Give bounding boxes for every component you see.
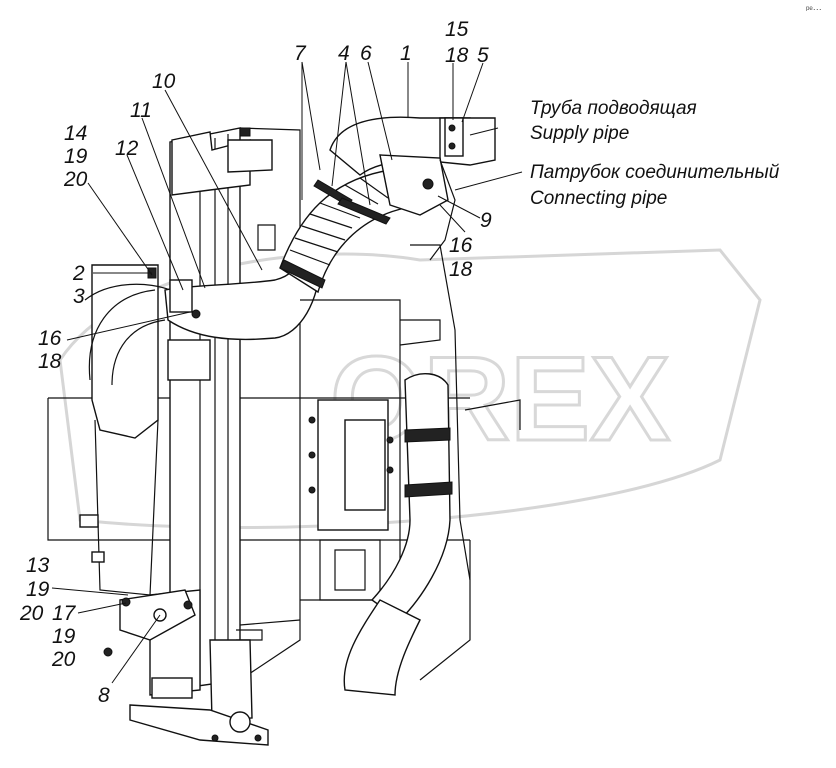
callout-19-lower: 19 <box>26 578 50 601</box>
callout-20-lower: 20 <box>19 602 44 625</box>
engine-block <box>300 299 441 601</box>
callout-12: 12 <box>115 137 139 160</box>
mount-bracket <box>129 639 269 746</box>
right-lower-hose <box>343 373 453 696</box>
radiator-bottom <box>103 589 201 699</box>
callout-20-upper: 20 <box>63 168 88 191</box>
callout-19-bottom: 19 <box>52 625 76 648</box>
callout-15: 15 <box>445 18 469 41</box>
callout-20-bottom: 20 <box>51 648 76 671</box>
top-tank <box>171 127 276 251</box>
connecting-pipe-caption-en: Connecting pipe <box>530 188 667 209</box>
callout-9: 9 <box>480 209 492 232</box>
connecting-pipe-caption-ru: Патрубок соединительный <box>530 162 780 183</box>
expansion-tank <box>84 264 171 596</box>
callout-18-right: 18 <box>449 258 473 281</box>
callout-8: 8 <box>98 684 110 707</box>
supply-pipe-caption-ru: Труба подводящая <box>530 98 697 119</box>
callout-4: 4 <box>338 42 350 65</box>
callout-13: 13 <box>26 554 50 577</box>
callout-16-left: 16 <box>38 327 62 350</box>
callout-6: 6 <box>360 42 372 65</box>
frame-rail <box>410 244 521 681</box>
callout-5: 5 <box>477 44 489 67</box>
corner-mark: ᵖᵉ··· <box>806 4 822 14</box>
callout-17: 17 <box>52 602 77 625</box>
callout-18-top: 18 <box>445 44 469 67</box>
supply-pipe <box>329 116 496 261</box>
corrugated-hose <box>279 169 406 294</box>
callout-14: 14 <box>64 122 87 145</box>
captions: Труба подводящая Supply pipe Патрубок со… <box>530 98 780 209</box>
callout-16-right: 16 <box>449 234 473 257</box>
callout-numbers: 15 18 5 7 4 6 1 10 11 14 12 19 20 2 3 16… <box>19 18 492 707</box>
supply-pipe-caption-en: Supply pipe <box>530 123 629 144</box>
callout-10: 10 <box>152 70 176 93</box>
small-parts <box>79 267 211 563</box>
callout-2: 2 <box>72 262 85 285</box>
callout-11: 11 <box>130 99 152 122</box>
callout-7: 7 <box>294 42 307 65</box>
callout-18-left: 18 <box>38 350 62 373</box>
callout-1: 1 <box>400 42 412 65</box>
callout-3: 3 <box>73 285 85 308</box>
callout-19-upper: 19 <box>64 145 88 168</box>
leader-lines <box>51 61 523 684</box>
lower-left-hose <box>88 289 166 386</box>
